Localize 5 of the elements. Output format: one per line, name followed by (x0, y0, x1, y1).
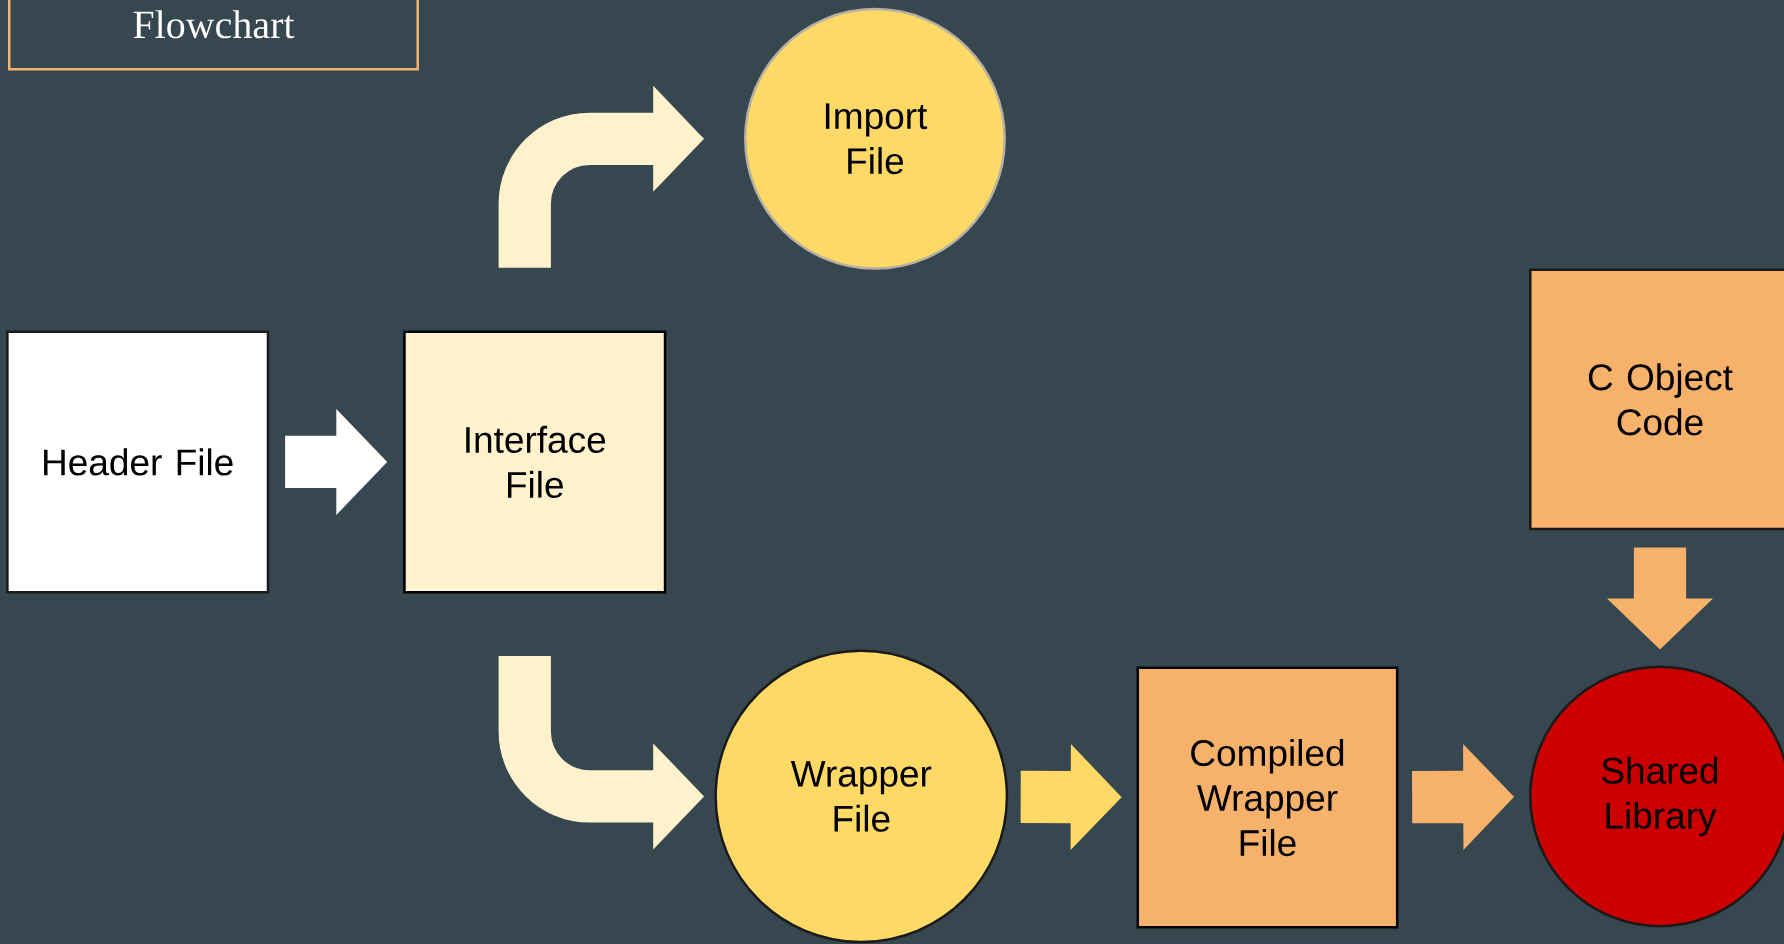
title-box: Flowchart (7, 0, 419, 71)
process-box: Header File (6, 330, 270, 594)
process-box: Compiled Wrapper File (1136, 666, 1399, 929)
process-box: C Object Code (1529, 268, 1784, 531)
process-box: Interface File (403, 330, 667, 594)
